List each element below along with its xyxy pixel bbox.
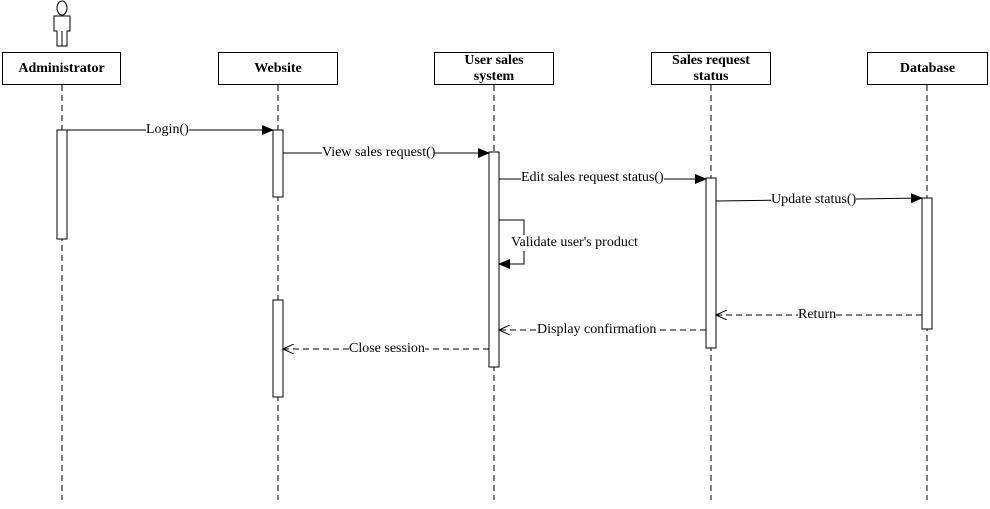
lifeline-box-administrator: Administrator — [2, 52, 121, 85]
administrator-actor-icon — [53, 0, 71, 47]
message-label-close-session: Close session — [349, 341, 425, 357]
activation-administrator — [56, 129, 68, 240]
message-label-return: Return — [798, 307, 837, 323]
message-label-login: Login() — [146, 122, 189, 138]
message-label-display-confirmation: Display confirmation — [537, 322, 657, 338]
message-label-update-status: Update status() — [771, 192, 857, 208]
message-label-validate-product: Validate user's product — [511, 235, 638, 251]
lifeline-box-database: Database — [867, 52, 988, 85]
message-label-view-sales-request: View sales request() — [322, 145, 436, 161]
lifeline-box-sales-request-status: Sales request status — [651, 52, 771, 85]
activation-sales-request-status — [705, 177, 717, 349]
activation-website-2 — [272, 299, 284, 398]
activation-database — [921, 197, 933, 330]
activation-website-1 — [272, 129, 284, 198]
lifeline-box-website: Website — [218, 52, 338, 85]
lifeline-box-user-sales-system: User sales system — [434, 52, 554, 85]
activation-user-sales-system — [488, 151, 500, 368]
message-label-edit-sales-request-status: Edit sales request status() — [521, 170, 664, 186]
